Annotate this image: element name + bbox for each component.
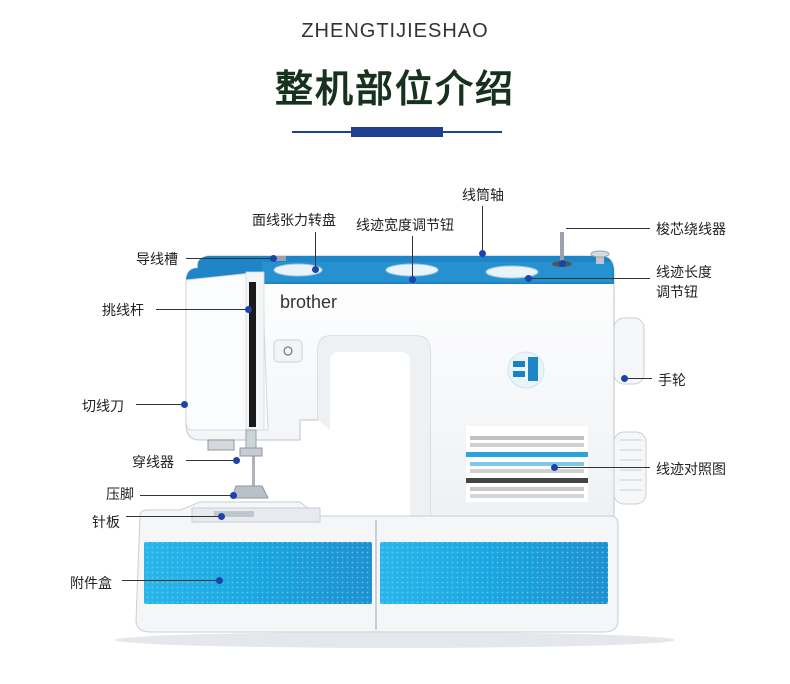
dot-stitch-length xyxy=(525,275,532,282)
title-divider-accent xyxy=(351,127,443,137)
label-presser-foot: 压脚 xyxy=(106,487,134,503)
dot-thread-cutter xyxy=(181,401,188,408)
label-handwheel: 手轮 xyxy=(658,373,686,389)
label-threader: 穿线器 xyxy=(132,455,174,471)
page-title: 整机部位介绍 xyxy=(274,67,515,111)
dot-accessory-box xyxy=(216,577,223,584)
page-subtitle: ZHENGTIJIESHAO xyxy=(301,20,489,42)
dot-threader xyxy=(233,457,240,464)
take-up-lever xyxy=(249,282,256,427)
machine-shadow xyxy=(115,632,675,648)
label-stitch-length-line2: 调节钮 xyxy=(656,285,698,301)
leader-needle-plate xyxy=(126,516,222,517)
stitch-chart-graphic xyxy=(466,426,588,502)
label-thread-cutter: 切线刀 xyxy=(82,399,124,415)
label-face-tension-dial: 面线张力转盘 xyxy=(252,213,336,229)
dot-presser-foot xyxy=(230,492,237,499)
label-stitch-length-line1: 线迹长度 xyxy=(656,265,712,281)
brand-logo: brother xyxy=(280,292,337,312)
label-bobbin-winder: 梭芯绕线器 xyxy=(656,222,726,238)
label-accessory-box: 附件盒 xyxy=(70,576,112,592)
dot-spool-pin xyxy=(479,250,486,257)
dot-stitch-chart xyxy=(551,464,558,471)
leader-stitch-length xyxy=(530,278,650,279)
dot-needle-plate xyxy=(218,513,225,520)
dot-thread-guide xyxy=(270,255,277,262)
leader-spool-pin xyxy=(482,206,483,250)
leader-handwheel xyxy=(626,378,652,379)
dot-handwheel xyxy=(621,375,628,382)
label-stitch-chart: 线迹对照图 xyxy=(656,462,726,478)
label-stitch-width-knob: 线迹宽度调节钮 xyxy=(356,218,454,234)
dot-stitch-width-knob xyxy=(409,276,416,283)
leader-stitch-chart xyxy=(556,467,650,468)
leader-stitch-width-knob xyxy=(412,236,413,276)
leader-thread-guide xyxy=(186,258,272,259)
leader-face-tension-dial xyxy=(315,232,316,266)
dot-take-up-lever xyxy=(245,306,252,313)
leader-thread-cutter xyxy=(136,404,184,405)
handwheel xyxy=(613,317,645,385)
label-needle-plate: 针板 xyxy=(92,515,120,531)
leader-bobbin-winder xyxy=(566,228,650,229)
leader-accessory-box xyxy=(122,580,218,581)
leader-threader xyxy=(186,460,236,461)
leader-presser-foot xyxy=(140,495,232,496)
dot-bobbin-winder xyxy=(559,260,566,267)
dot-face-tension-dial xyxy=(312,266,319,273)
label-take-up-lever: 挑线杆 xyxy=(102,303,144,319)
label-spool-pin: 线筒轴 xyxy=(462,188,504,204)
leader-take-up-lever xyxy=(156,309,248,310)
label-thread-guide: 导线槽 xyxy=(136,252,178,268)
